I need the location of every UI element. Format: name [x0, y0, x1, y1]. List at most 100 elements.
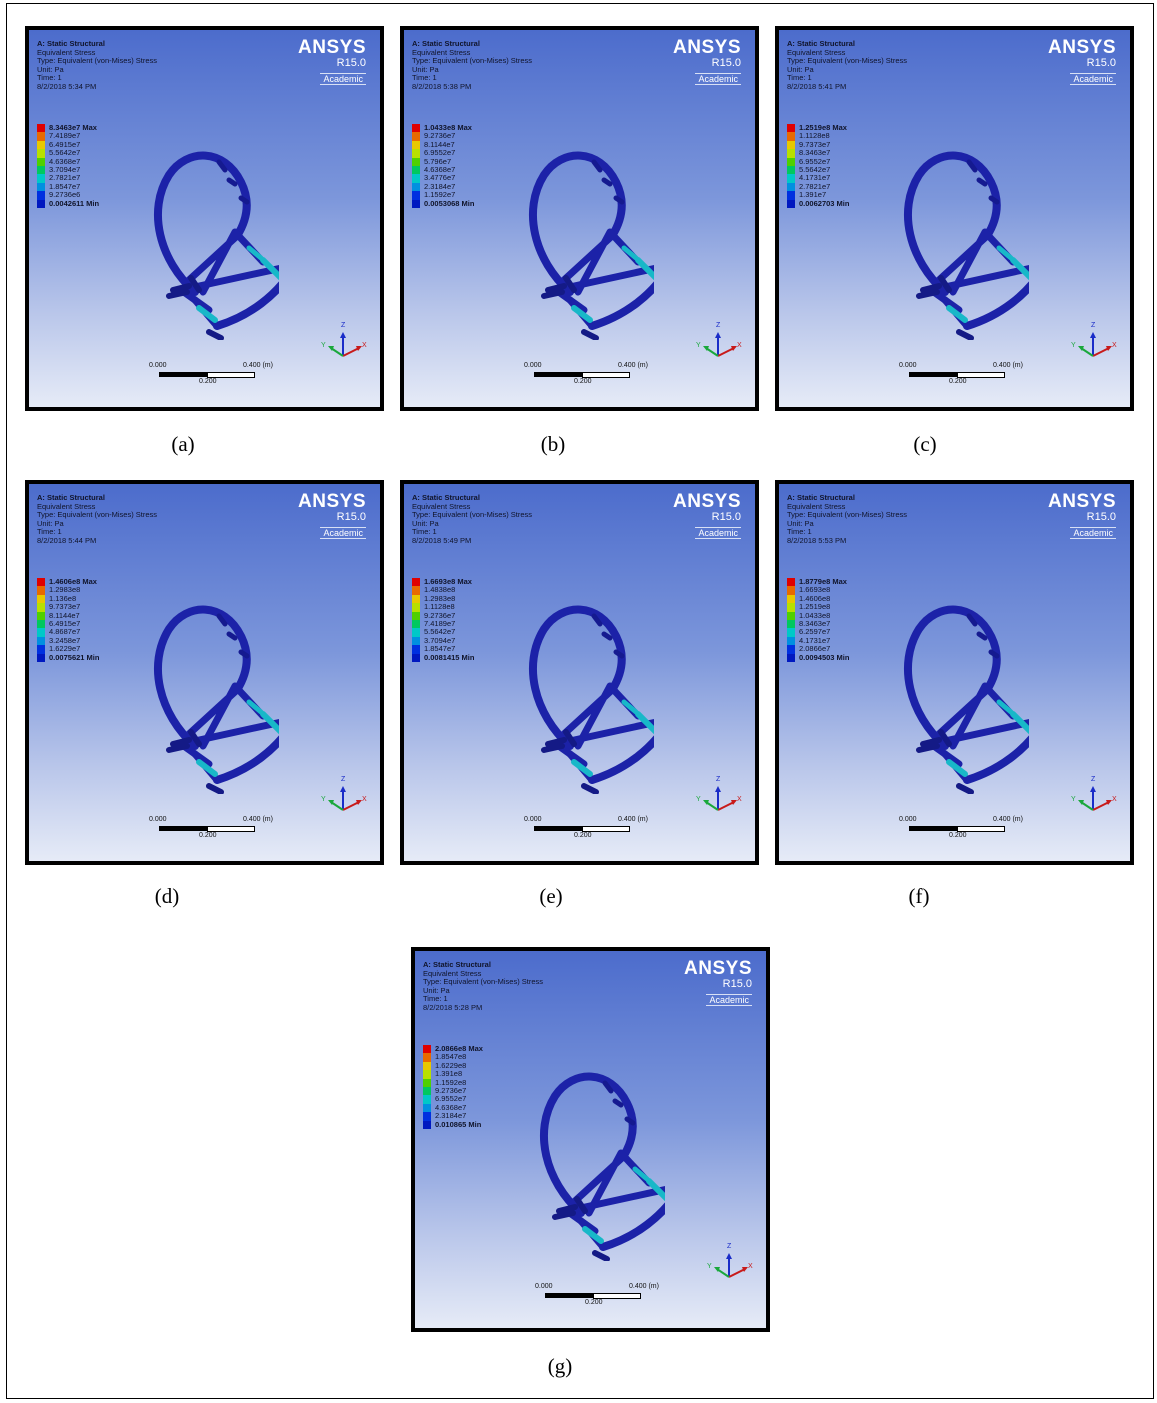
ansys-logo: ANSYS R15.0 Academic — [671, 38, 741, 87]
legend-swatch — [37, 140, 45, 150]
legend-swatch — [412, 191, 420, 200]
legend-swatch — [787, 165, 795, 175]
legend-swatch — [37, 645, 45, 654]
axis-triad — [714, 1253, 748, 1278]
legend-swatch — [423, 1070, 431, 1079]
brand-name: ANSYS — [1048, 37, 1116, 58]
triad-container: Z X Y — [696, 322, 742, 373]
license-badge: Academic — [1070, 73, 1116, 85]
axis-y-label: Y — [707, 1263, 712, 1270]
result-date: 8/2/2018 5:28 PM — [423, 1002, 483, 1012]
frame-model — [528, 151, 677, 341]
legend-swatch — [423, 1120, 431, 1129]
axis-x-label: X — [1112, 342, 1117, 349]
legend-swatch — [37, 149, 45, 158]
ansys-logo: ANSYS R15.0 Academic — [1046, 492, 1116, 541]
legend-swatch — [37, 132, 45, 141]
result-header: A: Static Structural Equivalent Stress T… — [37, 493, 157, 546]
axis-y-label: Y — [321, 342, 326, 349]
legend-value: 1.391e7 — [799, 190, 827, 200]
result-time: Time: 1 — [37, 527, 62, 537]
axis-z-label: Z — [716, 322, 721, 329]
axis-x-label: X — [737, 342, 742, 349]
axis-triad — [1078, 786, 1112, 811]
scale-segment-dark — [534, 826, 582, 831]
triad-container: Z X Y — [321, 322, 367, 373]
legend-value: 1.4606e8 — [799, 593, 831, 603]
result-time: Time: 1 — [412, 527, 437, 537]
result-date: 8/2/2018 5:49 PM — [412, 535, 472, 545]
legend-value: 4.1731e7 — [799, 173, 831, 183]
panel-caption: (e) — [539, 884, 563, 908]
result-unit: Unit: Pa — [787, 518, 814, 528]
legend-value: 7.4189e7 — [424, 618, 456, 628]
scale-start: 0.000 — [149, 362, 167, 369]
legend-swatch — [423, 1112, 431, 1121]
axis-x-label: X — [1112, 796, 1117, 803]
axis-z-label: Z — [341, 322, 346, 329]
result-date: 8/2/2018 5:41 PM — [787, 81, 847, 91]
scale-segment-dark — [534, 372, 582, 377]
legend-swatch — [787, 124, 795, 133]
legend-value: 5.796e7 — [424, 156, 452, 166]
analysis-title: A: Static Structural — [37, 493, 105, 502]
legend-value: 8.3463e7 — [799, 148, 831, 158]
triad-container: Z X Y — [321, 776, 367, 827]
result-unit: Unit: Pa — [412, 64, 439, 74]
legend-swatch — [37, 603, 45, 612]
legend-swatch — [787, 174, 795, 183]
result-unit: Unit: Pa — [37, 64, 64, 74]
legend-swatch — [412, 124, 420, 133]
legend-value: 2.3184e7 — [424, 181, 456, 191]
legend-value: 1.8547e7 — [49, 181, 81, 191]
brand-name: ANSYS — [1048, 491, 1116, 512]
legend-min: 0.0042611 Min — [49, 198, 100, 208]
analysis-title: A: Static Structural — [412, 493, 480, 502]
legend-min: 0.010865 Min — [435, 1119, 482, 1129]
legend-max: 1.0433e8 Max — [424, 123, 472, 132]
result-time: Time: 1 — [412, 73, 437, 83]
legend-value: 1.2983e8 — [49, 585, 81, 595]
legend-max: 8.3463e7 Max — [49, 123, 97, 132]
stress-result-panel: A: Static Structural Equivalent Stress T… — [400, 480, 759, 865]
legend-max: 2.0866e8 Max — [435, 1044, 483, 1053]
brand-name: ANSYS — [684, 958, 752, 979]
frame-model — [153, 151, 302, 341]
legend-min: 0.0094503 Min — [799, 652, 850, 662]
brand-version: R15.0 — [711, 57, 741, 69]
axis-x-label: X — [737, 796, 742, 803]
axis-z-label: Z — [716, 776, 721, 783]
legend-swatch — [37, 165, 45, 175]
triad-container: Z X Y — [1071, 322, 1117, 373]
legend-swatch — [787, 199, 795, 208]
scale-bar: 0.000 0.400 (m) 0.200 — [899, 362, 1039, 392]
triad-container: Z X Y — [696, 776, 742, 827]
scale-mid: 0.200 — [574, 832, 592, 839]
legend-value: 1.1592e8 — [435, 1077, 467, 1087]
scale-segment-dark — [909, 826, 957, 831]
legend-value: 5.5642e7 — [49, 148, 81, 158]
brand-name: ANSYS — [298, 491, 366, 512]
legend-value: 1.2519e8 — [799, 602, 831, 612]
result-time: Time: 1 — [787, 73, 812, 83]
legend-value: 3.2458e7 — [49, 635, 81, 645]
brand-version: R15.0 — [711, 511, 741, 523]
legend-value: 1.4838e8 — [424, 585, 456, 595]
legend-swatch — [423, 1103, 431, 1113]
analysis-title: A: Static Structural — [412, 39, 480, 48]
scale-segment-light — [582, 372, 630, 378]
result-header: A: Static Structural Equivalent Stress T… — [787, 39, 907, 92]
legend-max: 1.2519e8 Max — [799, 123, 847, 132]
scale-mid: 0.200 — [949, 832, 967, 839]
legend-swatch — [423, 1061, 431, 1071]
legend-swatch — [787, 191, 795, 200]
legend-value: 6.4915e7 — [49, 139, 81, 149]
legend-min: 0.0075621 Min — [49, 652, 100, 662]
figure-frame — [6, 3, 1154, 1399]
scale-mid: 0.200 — [949, 378, 967, 385]
scale-end: 0.400 (m) — [993, 816, 1023, 823]
legend-value: 5.5642e7 — [799, 164, 831, 174]
legend-swatch — [37, 182, 45, 192]
legend-swatch — [423, 1078, 431, 1087]
result-name: Equivalent Stress — [787, 501, 846, 511]
